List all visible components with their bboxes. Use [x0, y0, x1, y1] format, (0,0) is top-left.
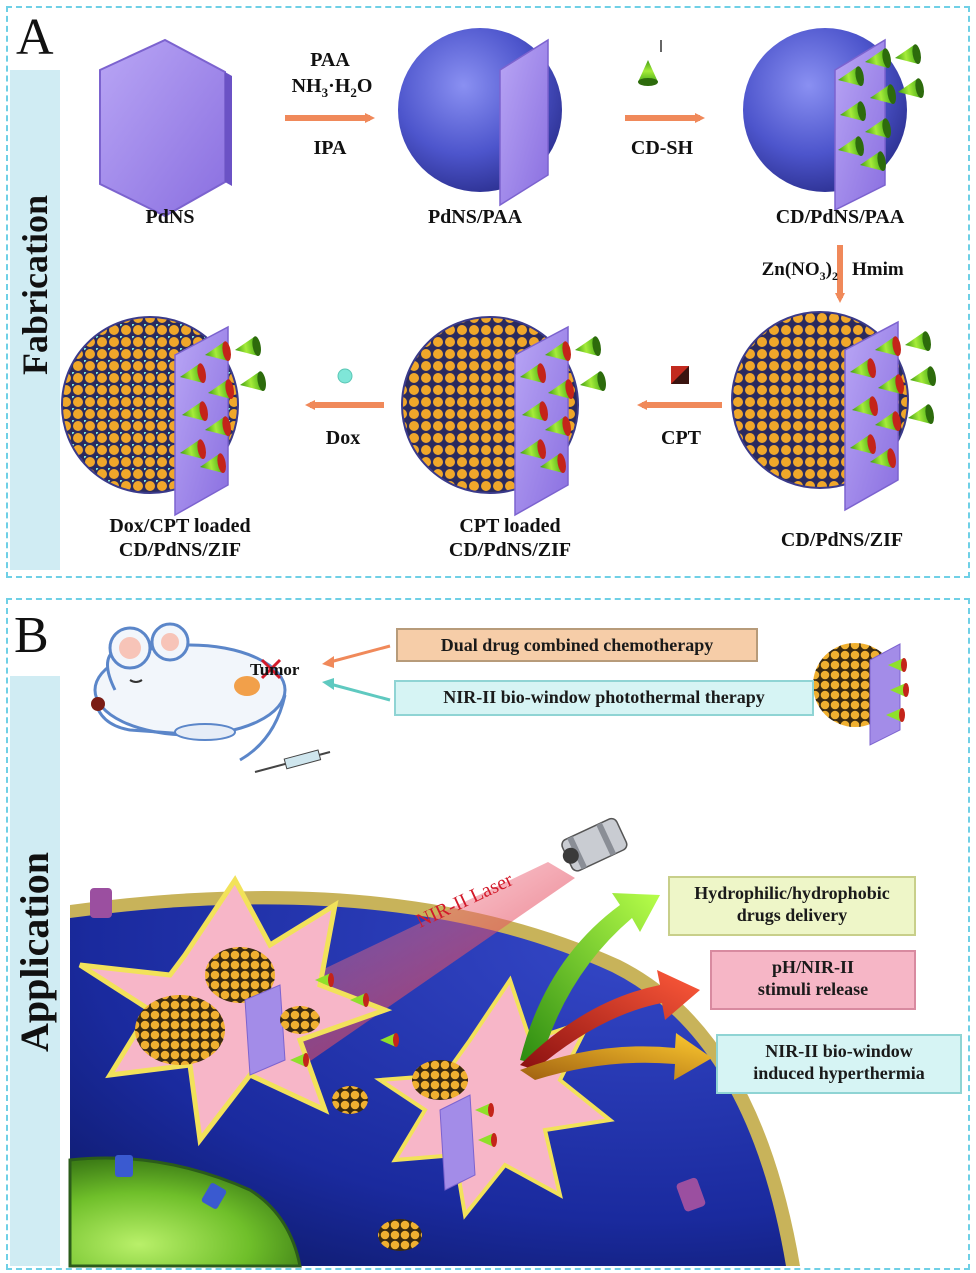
dox-cpt-loaded-particle: [61, 316, 268, 517]
arrow-hyperthermia: [520, 1033, 712, 1080]
reagent-dox: Dox: [325, 427, 361, 449]
cpt-icon: [671, 366, 689, 384]
reagent-nh3-h2o: NH3·H2O: [291, 75, 373, 100]
zif-fragment: [332, 1086, 368, 1114]
label-dox-cpt-2: CD/PdNS/ZIF: [118, 539, 242, 561]
feature-delivery-box: Hydrophilic/hydrophobic drugs delivery: [668, 876, 916, 936]
chemotherapy-box: Dual drug combined chemotherapy: [396, 628, 758, 662]
cd-pdns-paa-particle: [743, 28, 926, 212]
pdns-sheet: [99, 38, 232, 218]
label-pdns: PdNS: [145, 206, 195, 228]
zif-fragment: [378, 1219, 422, 1251]
label-cpt-loaded-2: CD/PdNS/ZIF: [448, 539, 572, 561]
label-cd-pdns-paa: CD/PdNS/PAA: [775, 206, 905, 228]
label-cd-pdns-zif: CD/PdNS/ZIF: [780, 529, 904, 551]
photothermal-box: NIR-II bio-window photothermal therapy: [394, 680, 814, 716]
panel-a-letter: A: [16, 9, 54, 66]
arrow-photothermal: [329, 682, 391, 702]
panel-b-application: [6, 598, 970, 1270]
reagent-hmim: Hmim: [852, 259, 904, 280]
cpt-loaded-particle: [401, 316, 608, 517]
feature-hyperthermia-box: NIR-II bio-window induced hyperthermia: [716, 1034, 962, 1094]
nanoparticle-icon: [813, 643, 909, 746]
reagent-cd-sh: CD-SH: [630, 137, 694, 159]
label-cpt-loaded-1: CPT loaded: [459, 515, 561, 537]
reagent-cpt: CPT: [661, 427, 701, 449]
label-dox-cpt-1: Dox/CPT loaded: [109, 515, 251, 537]
tumor-label: Tumor: [250, 660, 300, 679]
panel-a-fabrication: [6, 6, 970, 578]
pdns-paa-particle: [398, 28, 562, 207]
fabrication-sidebar: [10, 70, 60, 570]
label-pdns-paa: PdNS/PAA: [427, 206, 523, 228]
feature-delivery-line-2: drugs delivery: [736, 905, 848, 925]
arrow-release: [520, 970, 700, 1070]
arrow-chemotherapy: [329, 644, 391, 664]
dox-icon: [337, 368, 353, 384]
reagent-zn: Zn(NO3)2: [761, 259, 838, 283]
zif-fragment: [280, 1006, 320, 1034]
feature-hyperthermia-line-2: induced hyperthermia: [753, 1063, 925, 1083]
cd-pdns-zif-particle: [731, 311, 938, 512]
reagent-ipa: IPA: [313, 137, 347, 159]
feature-release-box: pH/NIR-II stimuli release: [710, 950, 916, 1010]
zif-fragment: [412, 1060, 468, 1100]
panel-b-letter: B: [14, 607, 49, 664]
feature-release-line-2: stimuli release: [757, 979, 869, 999]
mouse-illustration: [91, 622, 331, 773]
feature-release-line-1: pH/NIR-II: [771, 957, 855, 977]
reagent-paa: PAA: [310, 49, 350, 71]
arrow-delivery: [520, 893, 660, 1065]
feature-delivery-line-1: Hydrophilic/hydrophobic: [694, 883, 890, 903]
feature-hyperthermia-line-1: NIR-II bio-window: [765, 1041, 913, 1061]
application-sidebar: [10, 676, 60, 1266]
drug-release-burst-1: [78, 875, 393, 1147]
laser-device-icon: [561, 817, 628, 872]
